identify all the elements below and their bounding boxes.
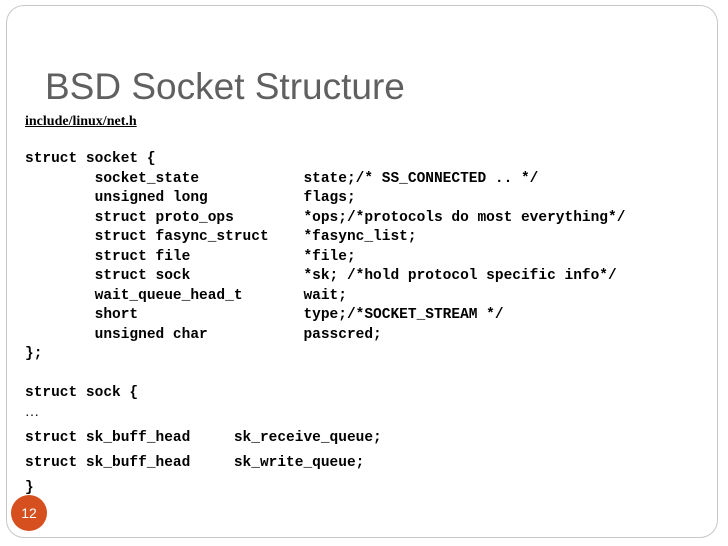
page-number-badge: 12 <box>11 495 47 531</box>
sock-struct-header: struct sock { <box>25 385 139 401</box>
code-line: struct socket { <box>25 151 156 167</box>
sock-closing-brace: } <box>25 480 34 496</box>
sock-write-queue-line: struct sk_buff_head sk_write_queue; <box>25 455 365 471</box>
page-number: 12 <box>21 505 37 521</box>
ellipsis-text: … <box>25 405 39 420</box>
code-line: unsigned long flags; <box>25 190 356 206</box>
slide-frame <box>6 5 718 538</box>
code-line: }; <box>25 346 43 362</box>
socket-struct-block: struct socket { socket_state state;/* SS… <box>25 150 625 365</box>
code-line: wait_queue_head_t wait; <box>25 287 347 304</box>
sock-receive-queue-line: struct sk_buff_head sk_receive_queue; <box>25 430 382 446</box>
code-line: struct file *file; <box>25 248 356 265</box>
code-line: unsigned char passcred; <box>25 326 382 343</box>
code-line: short type;/*SOCKET_STREAM */ <box>25 307 504 323</box>
slide-title: BSD Socket Structure <box>45 66 405 107</box>
code-line: struct proto_ops *ops;/*protocols do mos… <box>25 209 626 226</box>
code-line: socket_state state;/* SS_CONNECTED .. */ <box>25 170 539 187</box>
code-line: struct sock *sk; /*hold protocol specifi… <box>25 268 617 284</box>
code-line: struct fasync_struct *fasync_list; <box>25 229 417 245</box>
source-file-path: include/linux/net.h <box>25 114 137 129</box>
